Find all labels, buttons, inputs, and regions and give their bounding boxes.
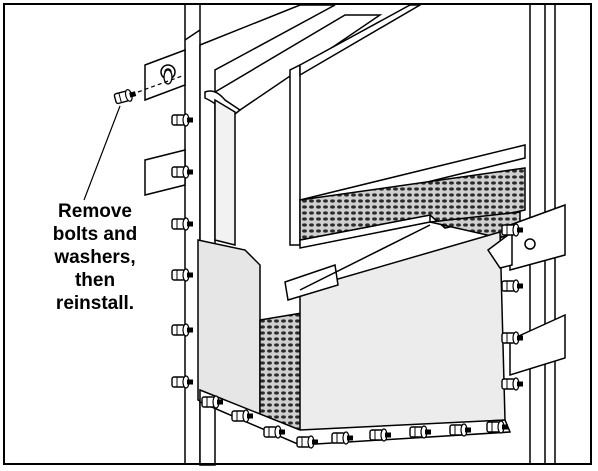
callout-line-1: Remove [58,201,132,222]
callout-line-2: bolts and [52,224,138,245]
hex-bolt-icon [171,217,194,231]
callout-line-5: reinstall. [55,293,135,314]
hex-bolt-icon [501,279,524,293]
right-mounting-bracket-upper [486,203,566,271]
hex-bolt-icon [171,375,194,389]
washer-icon [163,69,173,85]
module-side-panel [197,98,261,421]
callout-line-4: then [74,270,116,291]
callout-text: Remove bolts and washers, then reinstall… [20,200,170,315]
hex-bolt-icon [171,165,194,179]
removed-bolt [113,69,183,106]
hex-bolt-icon [501,377,524,391]
left-mounting-bracket-lower [144,149,186,196]
hex-bolt-icon [171,268,194,282]
callout-leader-line [83,105,121,201]
rack-frame [199,4,526,466]
hex-bolt-icon [171,113,194,127]
hex-bolt-icon [171,323,194,337]
right-mounting-bracket-lower [509,313,566,377]
hex-bolt-icon [113,87,138,106]
callout-line-3: washers, [54,247,136,268]
center-baffle [284,224,506,433]
